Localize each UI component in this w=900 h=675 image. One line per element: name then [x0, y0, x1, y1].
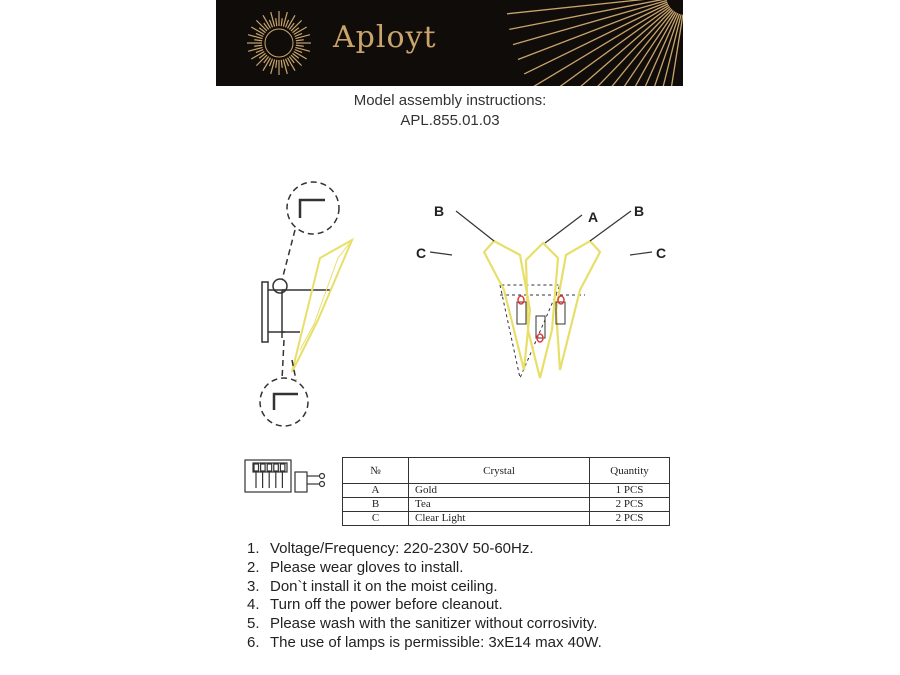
cell-crystal: Clear Light: [408, 511, 590, 526]
cell-id: B: [342, 497, 409, 512]
cell-crystal: Gold: [408, 483, 590, 498]
instruction-list: 1.Voltage/Frequency: 220-230V 50-60Hz. 2…: [247, 540, 602, 653]
list-item: 6.The use of lamps is permissible: 3xE14…: [247, 633, 602, 651]
sunburst-logo-icon: [247, 0, 683, 86]
front-view-drawing: [429, 210, 653, 380]
table-header-row: № Crystal Quantity: [342, 457, 670, 484]
label-c-right: C: [656, 245, 666, 261]
table-row: A Gold 1 PCS: [342, 483, 670, 498]
cell-id: A: [342, 483, 409, 498]
header-quantity: Quantity: [589, 457, 670, 484]
label-a: A: [588, 209, 598, 225]
assembly-diagram: B A B C C: [259, 181, 666, 427]
list-item: 1.Voltage/Frequency: 220-230V 50-60Hz.: [247, 540, 534, 557]
list-item: 2.Please wear gloves to install.: [247, 558, 464, 576]
label-b-right: B: [634, 203, 644, 219]
model-number: APL.855.01.03: [400, 112, 500, 129]
list-item: 5.Please wash with the sanitizer without…: [247, 615, 598, 633]
terminal-block-icon: [244, 459, 326, 493]
table-row: C Clear Light 2 PCS: [342, 511, 670, 526]
list-item: 4.Turn off the power before cleanout.: [247, 596, 503, 614]
list-item: 3.Don`t install it on the moist ceiling.: [247, 577, 498, 595]
header-number: №: [342, 457, 409, 484]
label-b-left: B: [434, 203, 444, 219]
crystal-table: № Crystal Quantity A Gold 1 PCS B Tea 2 …: [342, 457, 670, 526]
page-title: Model assembly instructions:: [353, 92, 547, 109]
cell-id: C: [342, 511, 409, 526]
brand-banner: Aployt: [216, 0, 683, 86]
cell-quantity: 2 PCS: [589, 497, 670, 512]
table-row: B Tea 2 PCS: [342, 497, 670, 512]
cell-quantity: 2 PCS: [589, 511, 670, 526]
header-crystal: Crystal: [408, 457, 590, 484]
cell-quantity: 1 PCS: [589, 483, 670, 498]
cell-crystal: Tea: [408, 497, 590, 512]
brand-name: Aployt: [333, 20, 437, 55]
label-c-left: C: [416, 245, 426, 261]
side-view-drawing: [259, 181, 355, 427]
